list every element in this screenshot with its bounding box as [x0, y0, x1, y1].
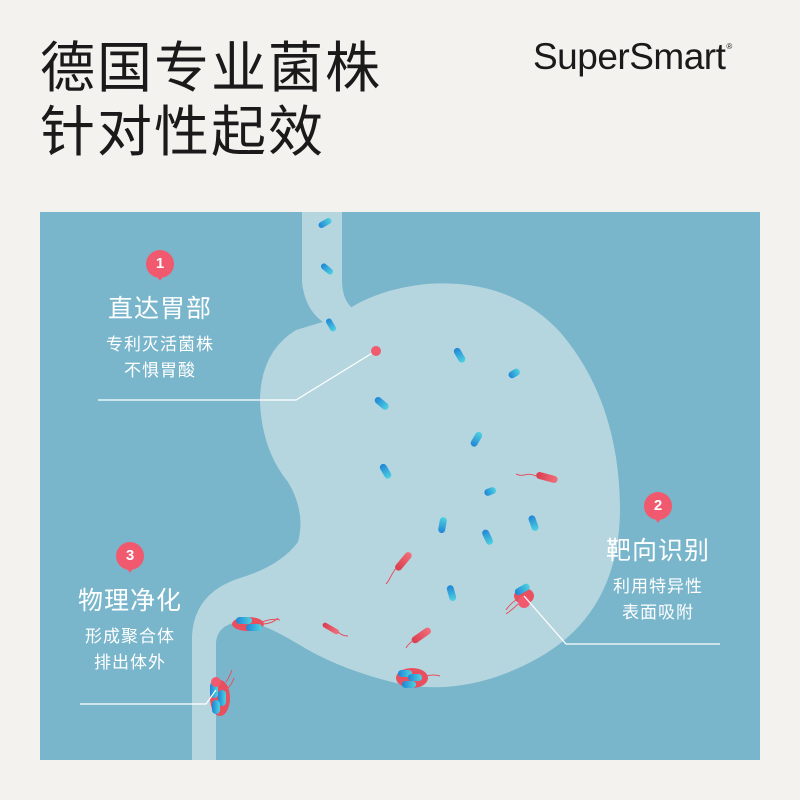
bacteria-aggregate-1: [232, 617, 281, 631]
pin-icon: 2: [644, 492, 672, 526]
callout-2: 2 靶向识别 利用特异性 表面吸附: [558, 492, 758, 626]
callout-3: 3 物理净化 形成聚合体 排出体外: [40, 542, 230, 676]
target-marker: [371, 346, 381, 356]
headline-line-1: 德国专业菌株: [40, 36, 383, 100]
callout-desc: 专利灭活菌株 不惧胃酸: [106, 335, 214, 381]
pathogen-bacteria: [322, 472, 558, 649]
brand-name: SuperSmart: [533, 36, 726, 77]
callout-1: 1 直达胃部 专利灭活菌株 不惧胃酸: [60, 250, 260, 384]
pin-icon: 1: [146, 250, 174, 284]
pin-icon: 3: [116, 542, 144, 576]
callout-desc: 利用特异性 表面吸附: [613, 577, 703, 623]
callout-title: 直达胃部: [107, 294, 212, 323]
callout-desc: 形成聚合体 排出体外: [85, 627, 175, 673]
bacteria-aggregate-4: [210, 669, 235, 716]
stomach-illustration-panel: 1 直达胃部 专利灭活菌株 不惧胃酸 2 靶向识别 利用特异性 表面吸附 3 物…: [40, 212, 760, 760]
callout-title: 靶向识别: [605, 536, 710, 565]
probiotic-capsules: [318, 218, 539, 601]
bacteria-aggregate-2: [396, 668, 441, 688]
callout-title: 物理净化: [77, 586, 182, 615]
registered-mark: ®: [726, 42, 732, 51]
stomach-illustration: [80, 212, 720, 760]
headline-line-2: 针对性起效: [40, 100, 326, 164]
headline: 德国专业菌株 针对性起效: [40, 36, 382, 164]
brand-logo: SuperSmart®: [533, 36, 732, 78]
leader-lines: [80, 351, 720, 705]
